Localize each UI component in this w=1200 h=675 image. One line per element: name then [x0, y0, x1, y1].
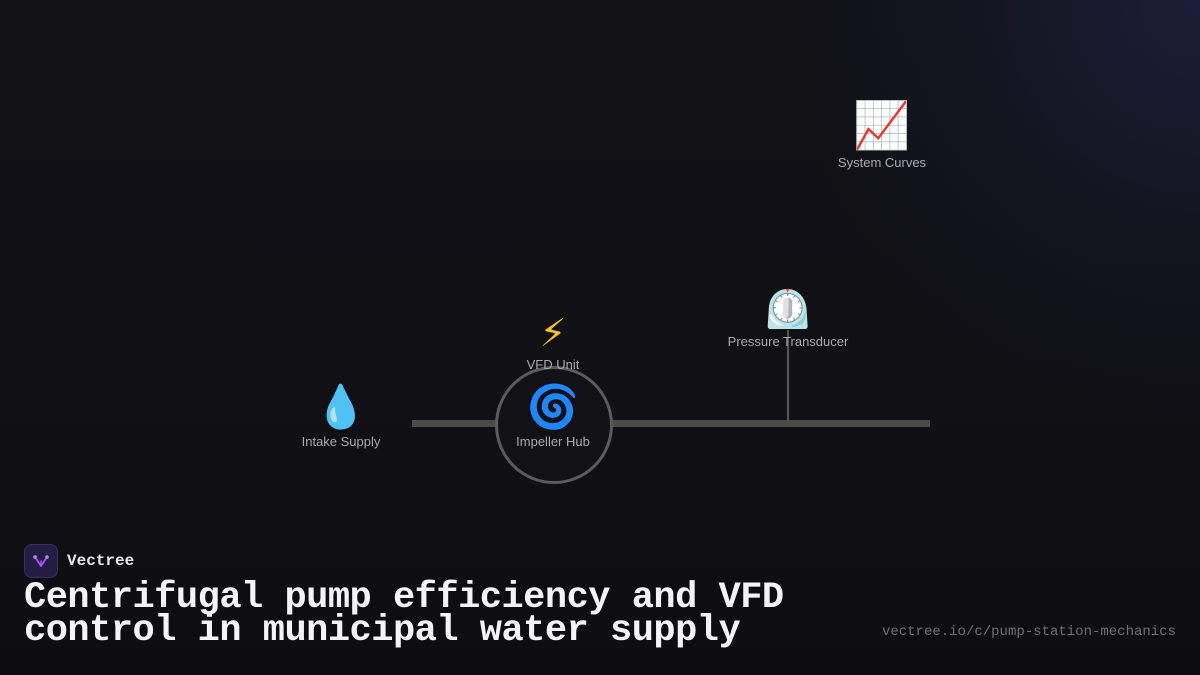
lightning-icon: ⚡	[539, 311, 567, 355]
system-curves-label: System Curves	[837, 155, 927, 170]
brand: Vectree	[24, 544, 134, 578]
chart-increasing-icon: 📈	[853, 98, 911, 152]
intake-supply-label: Intake Supply	[301, 434, 381, 449]
intake-supply-node: 💧 Intake Supply	[301, 382, 381, 450]
discharge-pipe	[606, 420, 930, 427]
pressure-transducer-label: Pressure Transducer	[727, 334, 849, 349]
brand-name: Vectree	[67, 552, 135, 570]
pressure-transducer-node: ⏲️ Pressure Transducer	[728, 290, 849, 349]
impeller-hub-node: 🌀 Impeller Hub	[516, 382, 590, 450]
water-drop-icon: 💧	[314, 382, 368, 431]
impeller-hub-label: Impeller Hub	[516, 434, 590, 449]
vfd-unit-label: VFD Unit	[526, 357, 580, 372]
system-curves-node: 📈 System Curves	[838, 102, 926, 170]
timer-gauge-icon: ⏲️	[764, 287, 812, 331]
vfd-unit-node: ⚡ VFD Unit	[527, 314, 580, 372]
impeller-hub-ring	[495, 366, 613, 484]
transducer-connector	[787, 330, 789, 422]
vectree-logo-icon	[24, 544, 58, 578]
intake-pipe	[412, 420, 506, 427]
cyclone-icon: 🌀	[526, 382, 580, 431]
page-title: Centrifugal pump efficiency and VFD cont…	[24, 577, 784, 652]
source-url[interactable]: vectree.io/c/pump-station-mechanics	[881, 624, 1176, 640]
